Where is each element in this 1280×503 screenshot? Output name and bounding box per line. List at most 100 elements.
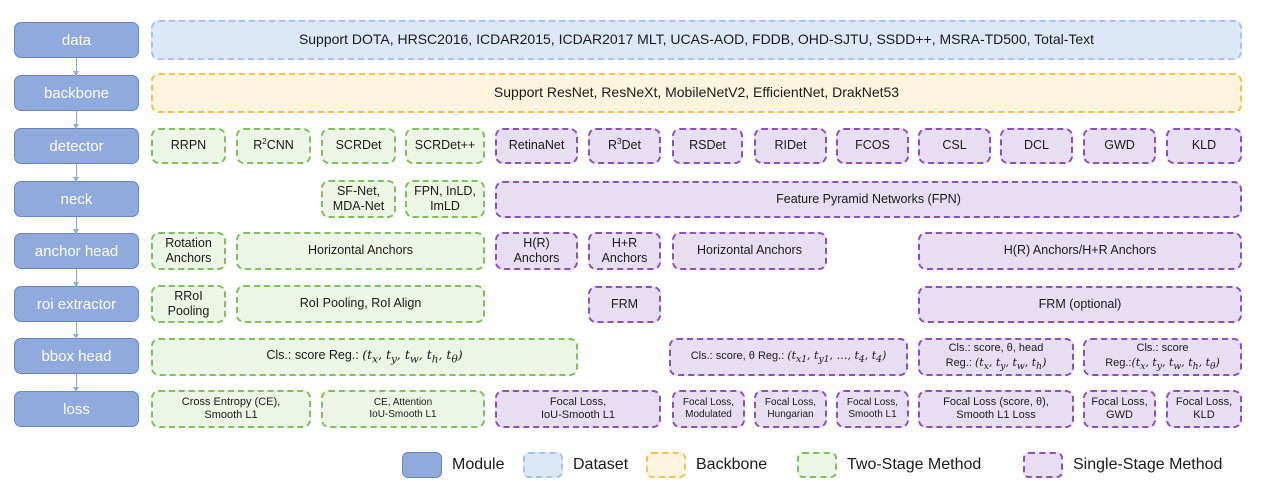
bbox-quad-text: Cls.: score, θ Reg.: (tx1, ty1, …, t4, t… (690, 348, 887, 365)
anchor-hr-line2: Anchors (513, 251, 560, 265)
r2cnn-label: R2CNN (253, 137, 294, 153)
legend-single-stage: Single-Stage Method (1023, 449, 1222, 480)
legend-module-label: Module (452, 455, 505, 473)
loss-ce-attention-line2: IoU-Smooth L1 (369, 409, 437, 420)
module-anchor-head: anchor head (14, 233, 139, 269)
roi-frm-optional: FRM (optional) (918, 286, 1242, 323)
loss-hungarian-line2: Hungarian (767, 409, 814, 420)
anchor-rotation: Rotation Anchors (151, 232, 226, 270)
roi-pool-align: RoI Pooling, RoI Align (236, 285, 485, 323)
bbox-single-stage-quad: Cls.: score, θ Reg.: (tx1, ty1, …, t4, t… (669, 338, 908, 376)
loss-focal-smooth-l1: Focal Loss, Smooth L1 (836, 390, 909, 428)
module-neck: neck (14, 181, 139, 217)
r3det-label: R3Det (608, 137, 641, 153)
legend-backbone-swatch (646, 451, 686, 478)
detector-csl: CSL (918, 128, 991, 164)
detector-retinanet: RetinaNet (495, 128, 578, 164)
neck-sfnet-line1: SF-Net, (336, 183, 381, 198)
detector-ridet: RIDet (754, 128, 827, 164)
backbone-support-box: Support ResNet, ResNeXt, MobileNetV2, Ef… (151, 73, 1242, 113)
module-backbone: backbone (14, 75, 139, 111)
loss-ce-attention-line1: CE, Attention (373, 396, 433, 408)
neck-fpn-inld-line1: FPN, InLD, (414, 183, 476, 198)
loss-kld-line1: Focal Loss, (1175, 395, 1233, 408)
neck-fpn-inld: FPN, InLD, ImLD (405, 180, 485, 218)
bbox-score-line1: Cls.: score (1136, 342, 1189, 355)
bbox-two-stage: Cls.: score Reg.: (tx, ty, tw, th, tθ) (151, 338, 578, 376)
loss-gwd-line1: Focal Loss, (1091, 395, 1148, 408)
module-detector: detector (14, 128, 139, 164)
roi-rroi-line1: RRoI (174, 288, 203, 303)
anchor-hr-hpr: H(R) Anchors/H+R Anchors (918, 232, 1242, 270)
detector-dcl: DCL (1000, 128, 1073, 164)
detector-r3det: R3Det (588, 128, 661, 164)
legend-dataset-label: Dataset (573, 455, 629, 473)
anchor-horizontal-two-stage: Horizontal Anchors (236, 232, 485, 270)
legend-two-stage-swatch (797, 451, 837, 478)
roi-frm: FRM (588, 286, 661, 323)
flow-arrow (73, 269, 79, 287)
detector-r2cnn: R2CNN (236, 128, 311, 164)
loss-modulated-line1: Focal Loss, (682, 396, 735, 408)
anchor-hr-line1: H(R) (523, 235, 550, 250)
flow-arrow (73, 322, 79, 339)
legend-module: Module (402, 449, 504, 480)
module-loss: loss (14, 391, 139, 427)
loss-theta-line2: Smooth L1 Loss (956, 409, 1036, 421)
anchor-rotation-line2: Anchors (165, 251, 212, 265)
detector-kld: KLD (1166, 128, 1242, 164)
bbox-single-stage-score: Cls.: score Reg.:(tx, ty, tw, th, tθ) (1083, 338, 1242, 376)
loss-modulated-line2: Modulated (685, 409, 732, 420)
loss-smooth-line1: Focal Loss, (846, 396, 899, 408)
legend-two-stage-label: Two-Stage Method (847, 455, 982, 473)
detector-rsdet: RSDet (672, 128, 743, 164)
detector-fcos: FCOS (836, 128, 909, 164)
loss-focal-iou-line2: IoU-Smooth L1 (541, 409, 615, 421)
neck-sfnet-line2: MDA-Net (332, 199, 385, 213)
module-data: data (14, 22, 139, 58)
legend-module-swatch (402, 451, 442, 478)
loss-kld-line2: KLD (1193, 409, 1215, 421)
bbox-score-line2: Reg.:(tx, ty, tw, th, tθ) (1105, 355, 1220, 372)
dataset-support-box: Support DOTA, HRSC2016, ICDAR2015, ICDAR… (151, 20, 1242, 60)
legend-backbone: Backbone (646, 449, 767, 480)
neck-fpn-inld-line2: ImLD (430, 199, 460, 213)
legend-dataset-swatch (523, 451, 563, 478)
bbox-head-line1: Cls.: score, θ, head (948, 342, 1044, 355)
neck-sfnet: SF-Net, MDA-Net (321, 180, 396, 218)
anchor-horizontal-single-stage: Horizontal Anchors (672, 232, 827, 270)
loss-focal-modulated: Focal Loss, Modulated (672, 390, 745, 428)
loss-ce: Cross Entropy (CE), Smooth L1 (151, 390, 311, 428)
flow-arrow (73, 164, 79, 182)
loss-focal-theta: Focal Loss (score, θ), Smooth L1 Loss (918, 390, 1074, 428)
loss-ce-attention: CE, Attention IoU-Smooth L1 (321, 390, 485, 428)
loss-gwd-line2: GWD (1106, 409, 1133, 421)
legend-single-stage-swatch (1023, 451, 1063, 478)
loss-focal-hungarian: Focal Loss, Hungarian (754, 390, 827, 428)
flow-arrow (73, 217, 79, 234)
flow-arrow (73, 58, 79, 76)
loss-hungarian-line1: Focal Loss, (764, 396, 817, 408)
bbox-head-line2: Reg.: (tx, ty, tw, th) (945, 355, 1047, 372)
detector-scrdet: SCRDet (321, 128, 396, 164)
flow-arrow (73, 374, 79, 392)
anchor-rotation-line1: Rotation (165, 235, 212, 250)
legend-two-stage: Two-Stage Method (797, 449, 981, 480)
anchor-hr: H(R) Anchors (495, 232, 578, 270)
detector-scrdetpp: SCRDet++ (405, 128, 485, 164)
roi-rroi-pooling: RRoI Pooling (151, 285, 226, 323)
legend-dataset: Dataset (523, 449, 628, 480)
anchor-hpr-line1: H+R (611, 235, 638, 250)
loss-focal-iou: Focal Loss, IoU-Smooth L1 (495, 390, 661, 428)
bbox-two-stage-text: Cls.: score Reg.: (tx, ty, tw, th, tθ) (266, 347, 463, 366)
legend-single-stage-label: Single-Stage Method (1073, 455, 1223, 473)
loss-focal-gwd: Focal Loss, GWD (1083, 390, 1156, 428)
loss-smooth-line2: Smooth L1 (848, 409, 897, 420)
loss-focal-kld: Focal Loss, KLD (1166, 390, 1242, 428)
loss-ce-line1: Cross Entropy (CE), (181, 395, 281, 408)
loss-ce-line2: Smooth L1 (204, 409, 258, 421)
detector-gwd: GWD (1083, 128, 1156, 164)
roi-rroi-line2: Pooling (167, 304, 210, 318)
flow-arrow (73, 111, 79, 129)
anchor-hpr-line2: Anchors (601, 251, 648, 265)
